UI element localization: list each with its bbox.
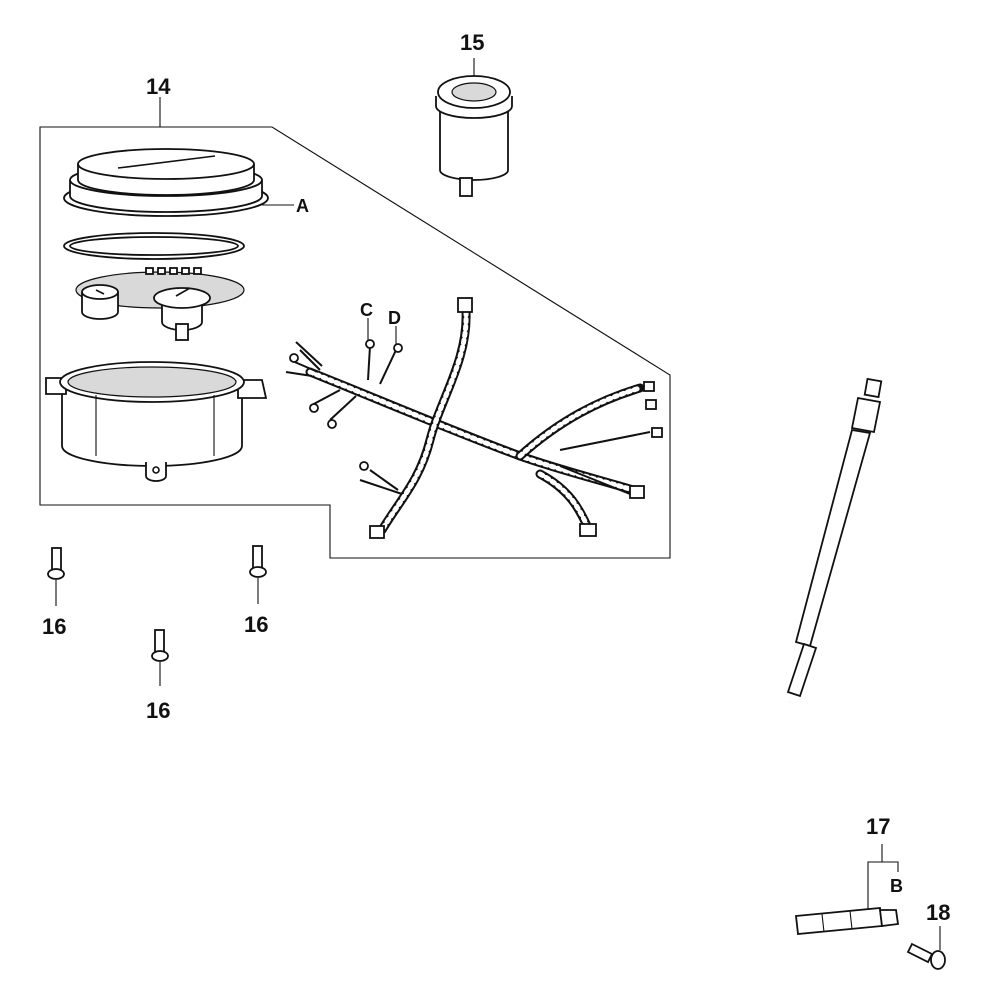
wire-harness — [285, 297, 663, 539]
callout-16-right: 16 — [244, 612, 268, 637]
gasket-ring — [63, 232, 245, 260]
screw-16-bottom — [151, 629, 169, 662]
letter-c: C — [360, 300, 373, 320]
meter-lens — [63, 148, 269, 217]
letter-d: D — [388, 308, 401, 328]
assembly-14-outline — [39, 126, 671, 559]
callout-18: 18 — [926, 900, 950, 925]
part-18-screw — [906, 942, 946, 970]
callout-15: 15 — [460, 30, 484, 55]
callout-14: 14 — [146, 74, 171, 99]
letter-a: A — [296, 196, 309, 216]
part-15-socket — [435, 75, 513, 197]
letter-b: B — [890, 876, 903, 896]
part-17-speedometer-cable — [715, 377, 900, 935]
callout-17: 17 — [866, 814, 890, 839]
screw-16-right — [249, 545, 267, 578]
dial-plate — [75, 267, 245, 341]
callout-17-bracket — [867, 861, 899, 910]
screw-16-left — [47, 547, 65, 580]
callout-16-left: 16 — [42, 614, 66, 639]
callout-16-bottom: 16 — [146, 698, 170, 723]
meter-case — [45, 361, 268, 482]
